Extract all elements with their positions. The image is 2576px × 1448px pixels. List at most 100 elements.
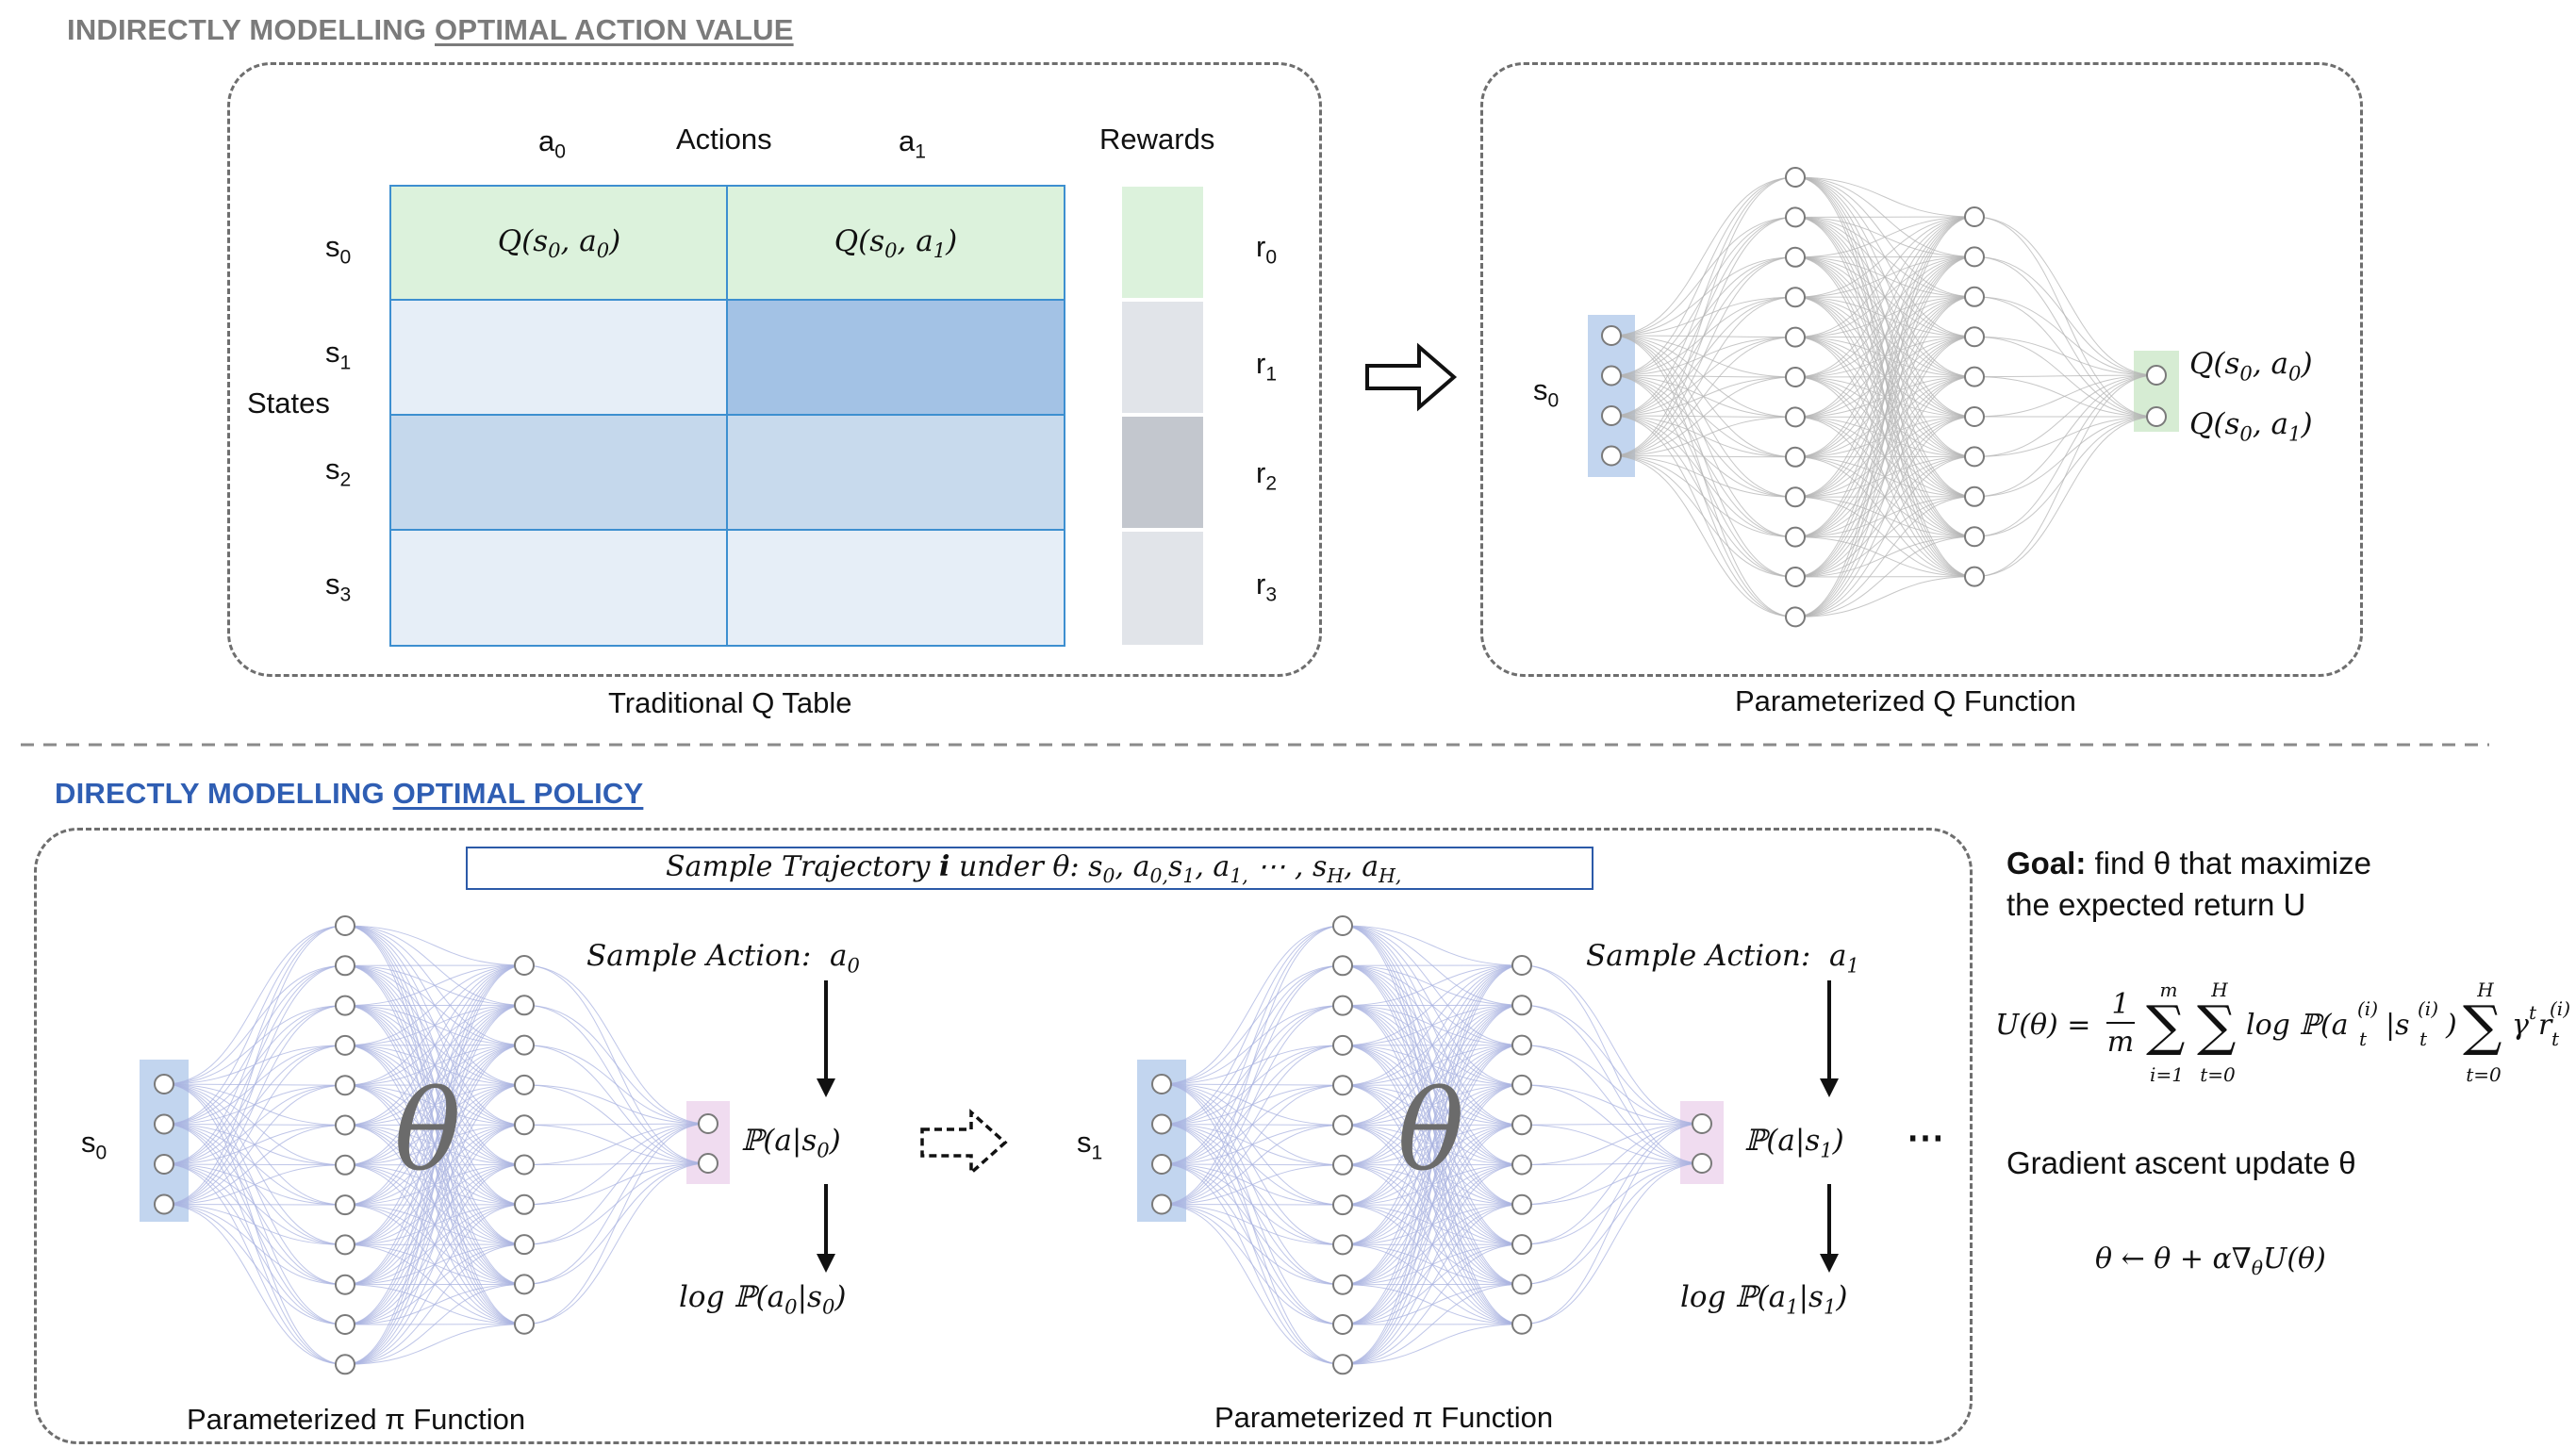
qnet-edge [1794, 216, 1975, 298]
qnet-node [1785, 526, 1806, 548]
q-table: Q(s0, a0) Q(s0, a1) [389, 185, 1065, 647]
policy0-edge [344, 964, 525, 1245]
qnet-node [1964, 446, 1985, 468]
policy1-edge [1161, 925, 1344, 1165]
policy0-node [335, 995, 355, 1016]
qnet-edge [1794, 336, 1975, 617]
policy0-node [335, 1314, 355, 1335]
policy0-edge [523, 1123, 709, 1165]
policy0-node [335, 1114, 355, 1136]
qnet-edge [1794, 216, 1975, 538]
qnet-node [1964, 526, 1985, 548]
qnet-node [1964, 206, 1985, 227]
policy1-node [1511, 1154, 1532, 1176]
policy1-node [1511, 1274, 1532, 1295]
policy0-edge [163, 925, 346, 1125]
policy0-edge [344, 925, 525, 966]
policy0-edge [344, 964, 525, 1365]
policy1-edge [1342, 964, 1523, 1046]
policy1-edge [1161, 1005, 1344, 1205]
policy1-node [1151, 1074, 1172, 1094]
policy1-edge [1161, 925, 1344, 1125]
qnet-edge [1610, 176, 1796, 337]
update-label: Gradient ascent update θ [2006, 1145, 2356, 1180]
qnet-edge [1794, 216, 1975, 418]
policy1-node [1332, 1154, 1353, 1176]
policy0-edge [523, 964, 709, 1125]
policy0-node [514, 1193, 535, 1215]
policy0-edge [163, 1164, 346, 1205]
qnet-edge [1610, 337, 1796, 456]
policy0-node [514, 1154, 535, 1176]
qnet-edge [1973, 374, 2157, 457]
policy1-edge [1342, 925, 1523, 966]
qnet-edge [1794, 296, 1975, 617]
qnet-edge [1610, 376, 1796, 456]
policy0-node [335, 1234, 355, 1256]
policy1-edge [1161, 1204, 1344, 1365]
goal-text: Goal: find θ that maximize the expected … [2006, 846, 2371, 922]
next-step-arrow-icon [920, 1109, 1008, 1176]
policy1-prob: ℙ(a|s1) [1744, 1124, 1844, 1162]
q-table-panel [227, 62, 1322, 677]
q-function-panel [1480, 62, 2363, 677]
policy1-edge [1161, 1204, 1344, 1325]
qnet-edge [1610, 176, 1796, 417]
policy1-edge [1342, 1004, 1523, 1365]
state-label-s3: s3 [325, 568, 352, 606]
qnet-node [1785, 606, 1806, 628]
q-cell-s1-a1 [726, 299, 1065, 417]
state-label-s2: s2 [325, 452, 352, 491]
policy0-edge [344, 1164, 525, 1365]
qnet-edge [1794, 535, 1975, 617]
policy0-edge [344, 1204, 525, 1365]
policy0-node [514, 955, 535, 976]
policy0-node [154, 1113, 174, 1135]
qnet-edge [1610, 455, 1796, 458]
policy0-edge [523, 1084, 709, 1125]
prob-to-log-arrow-1 [1820, 1184, 1839, 1273]
policy0-edge [163, 1005, 346, 1205]
policy1-node [1692, 1153, 1712, 1174]
policy1-node [1692, 1113, 1712, 1134]
qnet-edge [1610, 455, 1796, 498]
qnet-node [1785, 167, 1806, 188]
qnet-edge [1610, 455, 1796, 538]
policy0-edge [163, 1204, 346, 1286]
qnet-edge [1794, 216, 1975, 617]
policy1-node [1511, 1234, 1532, 1256]
top-section-title: INDIRECTLY MODELLING OPTIMAL ACTION VALU… [67, 13, 794, 46]
qnet-edge [1794, 216, 1975, 258]
q-cell-s3-a0 [389, 529, 729, 647]
policy1-node [1511, 1114, 1532, 1136]
policy1-node [1332, 915, 1353, 936]
policy1-edge [1342, 964, 1523, 1325]
policy-panel [34, 828, 1973, 1444]
q-cell-s2-a0 [389, 414, 729, 532]
sample-to-prob-arrow-0 [817, 980, 835, 1097]
policy0-edge [344, 1004, 525, 1365]
actions-label: Actions [676, 123, 772, 156]
policy0-edge [344, 1084, 525, 1365]
policy1-edge [1342, 964, 1523, 1206]
policy0-edge [523, 1123, 709, 1126]
policy1-edge [1521, 1123, 1703, 1245]
policy1-edge [1521, 1123, 1703, 1126]
qnet-node [1785, 206, 1806, 228]
objective-formula: U(θ) = 1 m m ∑ i=1 H ∑ t=0 log ℙ(a (i) t… [1995, 979, 2571, 1086]
policy0-edge [344, 1283, 525, 1365]
qnet-node [1785, 406, 1806, 428]
sample-to-prob-arrow-1 [1820, 980, 1839, 1097]
qnet-node [1785, 287, 1806, 308]
action-a1-label: a1 [899, 124, 926, 163]
policy0-edge [344, 964, 525, 1007]
qnet-node [2146, 365, 2167, 386]
policy0-edge [344, 964, 525, 1126]
prob-to-log-arrow-0 [817, 1184, 835, 1273]
policy1-node [1511, 1313, 1532, 1335]
qnet-edge [1973, 336, 2157, 418]
qnet-node [1785, 367, 1806, 387]
qnet-edge [1973, 374, 2157, 578]
